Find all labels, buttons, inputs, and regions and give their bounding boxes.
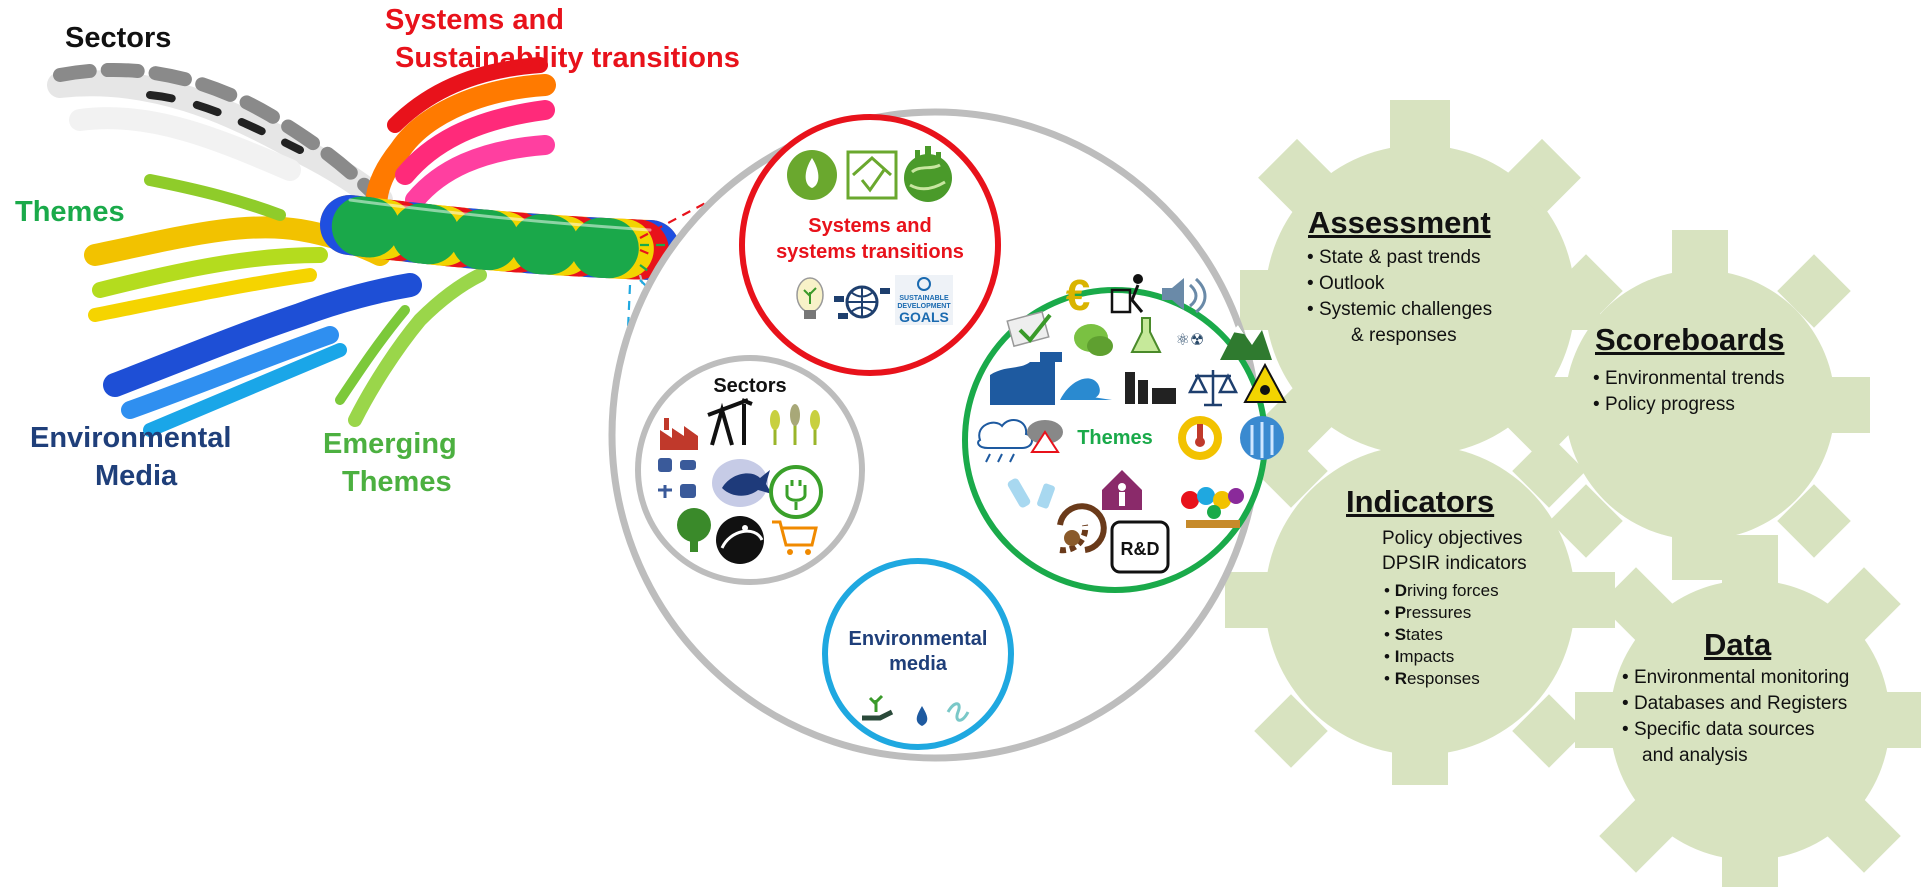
- label-emerging-line2: Themes: [342, 466, 452, 498]
- svg-text:DEVELOPMENT: DEVELOPMENT: [897, 303, 951, 310]
- sectors-circle-title: Sectors: [713, 375, 786, 397]
- systems-circle: SUSTAINABLE DEVELOPMENT GOALS: [739, 114, 1001, 376]
- data-block: Data Environmental monitoring Databases …: [1622, 627, 1892, 769]
- scoreboards-gear: [1530, 230, 1870, 580]
- env-media-line2: media: [889, 653, 948, 675]
- themes-circle-title: Themes: [1077, 427, 1153, 449]
- dpsir-item: Driving forces: [1384, 580, 1576, 602]
- oil-pump-icon: [707, 398, 753, 446]
- leaf-icon: [1074, 324, 1113, 356]
- droplet-icon: [916, 706, 928, 726]
- sectors-circle: Sectors: [635, 355, 865, 585]
- dpsir-item: Responses: [1384, 668, 1576, 690]
- thermometer-icon: [1178, 416, 1222, 460]
- rd-badge: R&D: [1110, 520, 1170, 574]
- env-media-circle: Environmental media: [822, 558, 1014, 750]
- fish-icon: [712, 459, 772, 507]
- data-title: Data: [1704, 627, 1772, 662]
- assessment-title: Assessment: [1308, 205, 1491, 240]
- dpsir-item: States: [1384, 624, 1576, 646]
- svg-text:SUSTAINABLE: SUSTAINABLE: [899, 295, 949, 302]
- water-tap-icon: [990, 352, 1062, 405]
- scoreboards-item: Policy progress: [1593, 392, 1833, 418]
- label-systems-line1: Systems and: [385, 4, 564, 36]
- dpsir-item: Impacts: [1384, 646, 1576, 668]
- lightbulb-plant-icon: [796, 277, 824, 319]
- surfer-icon: [716, 516, 764, 564]
- euro-icon: €: [1066, 271, 1090, 320]
- circular-economy-icon: [1057, 503, 1107, 554]
- scales-icon: [1187, 370, 1239, 407]
- dpsir-list: Driving forces Pressures States Impacts …: [1384, 580, 1576, 690]
- plug-leaf-icon: [769, 465, 823, 519]
- rain-cloud-icon: [977, 419, 1033, 463]
- radiation-icon: [1243, 362, 1287, 403]
- air-icon: [946, 702, 970, 722]
- tree-icon: [677, 508, 711, 552]
- dpsir-item: Pressures: [1384, 602, 1576, 624]
- scoreboards-item: Environmental trends: [1593, 366, 1833, 392]
- assessment-item: State & past trends: [1307, 245, 1537, 271]
- speech-bubbles-icon: [1181, 487, 1244, 528]
- wave-icon: [1060, 378, 1112, 400]
- svg-text:R&D: R&D: [1121, 539, 1160, 559]
- factory-icon: [660, 418, 698, 450]
- scoreboards-block: Scoreboards Environmental trends Policy …: [1593, 322, 1833, 418]
- indicators-line2: DPSIR indicators: [1382, 553, 1527, 574]
- rope-illustration: [47, 57, 680, 437]
- env-media-line1: Environmental: [849, 628, 988, 650]
- transport-icon: [658, 458, 696, 498]
- data-continuation: and analysis: [1642, 745, 1748, 766]
- assessment-item: Outlook: [1307, 271, 1537, 297]
- warning-cloud-icon: [1027, 420, 1063, 453]
- label-systems-line2: Sustainability transitions: [395, 42, 740, 74]
- industry-icon: [1125, 372, 1176, 404]
- systems-circle-line1: Systems and: [808, 215, 931, 237]
- svg-text:⚛☢: ⚛☢: [1176, 330, 1205, 349]
- scoreboards-list: Environmental trends Policy progress: [1593, 366, 1833, 418]
- litter-bin-icon: [1110, 274, 1144, 314]
- assessment-list: State & past trends Outlook Systemic cha…: [1307, 245, 1537, 323]
- indicators-title: Indicators: [1346, 484, 1495, 519]
- scoreboards-title: Scoreboards: [1595, 322, 1785, 357]
- checklist-icon: [1006, 310, 1052, 348]
- water-drop-leaf-icon: [787, 150, 837, 200]
- chemicals-icon: ⚛☢: [1176, 330, 1205, 349]
- shopping-cart-icon: [772, 520, 818, 555]
- themes-circle: € ⚛☢ R&D Themes: [962, 271, 1287, 593]
- data-item: Environmental monitoring: [1622, 665, 1892, 691]
- sdg-goals-icon: SUSTAINABLE DEVELOPMENT GOALS: [895, 275, 953, 325]
- systems-circle-line2: systems transitions: [776, 241, 964, 263]
- assessment-block: Assessment State & past trends Outlook S…: [1307, 205, 1537, 349]
- label-themes: Themes: [15, 196, 125, 228]
- label-emerging-line1: Emerging: [323, 428, 457, 460]
- assessment-item: Systemic challenges: [1307, 297, 1537, 323]
- flask-icon: [1130, 317, 1162, 353]
- indicators-line1: Policy objectives: [1382, 528, 1523, 549]
- data-item: Specific data sources: [1622, 717, 1892, 743]
- green-globe-icon: [904, 146, 952, 202]
- hand-plant-icon: [862, 694, 894, 721]
- gears: [1225, 100, 1921, 887]
- assessment-continuation: & responses: [1351, 325, 1457, 346]
- wheat-icon: [770, 404, 820, 445]
- label-env-media-line1: Environmental: [30, 422, 232, 454]
- label-sectors: Sectors: [65, 22, 172, 54]
- home-person-icon: [1102, 470, 1142, 510]
- svg-text:GOALS: GOALS: [899, 309, 949, 325]
- plastic-bottle-icon: [1007, 478, 1055, 509]
- data-list: Environmental monitoring Databases and R…: [1622, 665, 1892, 743]
- label-env-media-line2: Media: [95, 460, 178, 492]
- indicators-block: Indicators Policy objectives DPSIR indic…: [1346, 484, 1576, 690]
- mountain-forest-icon: [1220, 325, 1272, 360]
- svg-text:€: €: [1066, 271, 1090, 320]
- transport-globe-icon: [834, 285, 890, 319]
- data-item: Databases and Registers: [1622, 691, 1892, 717]
- noise-speaker-icon: [1162, 277, 1207, 314]
- waterfall-icon: [1240, 416, 1284, 460]
- green-house-icon: [846, 150, 898, 200]
